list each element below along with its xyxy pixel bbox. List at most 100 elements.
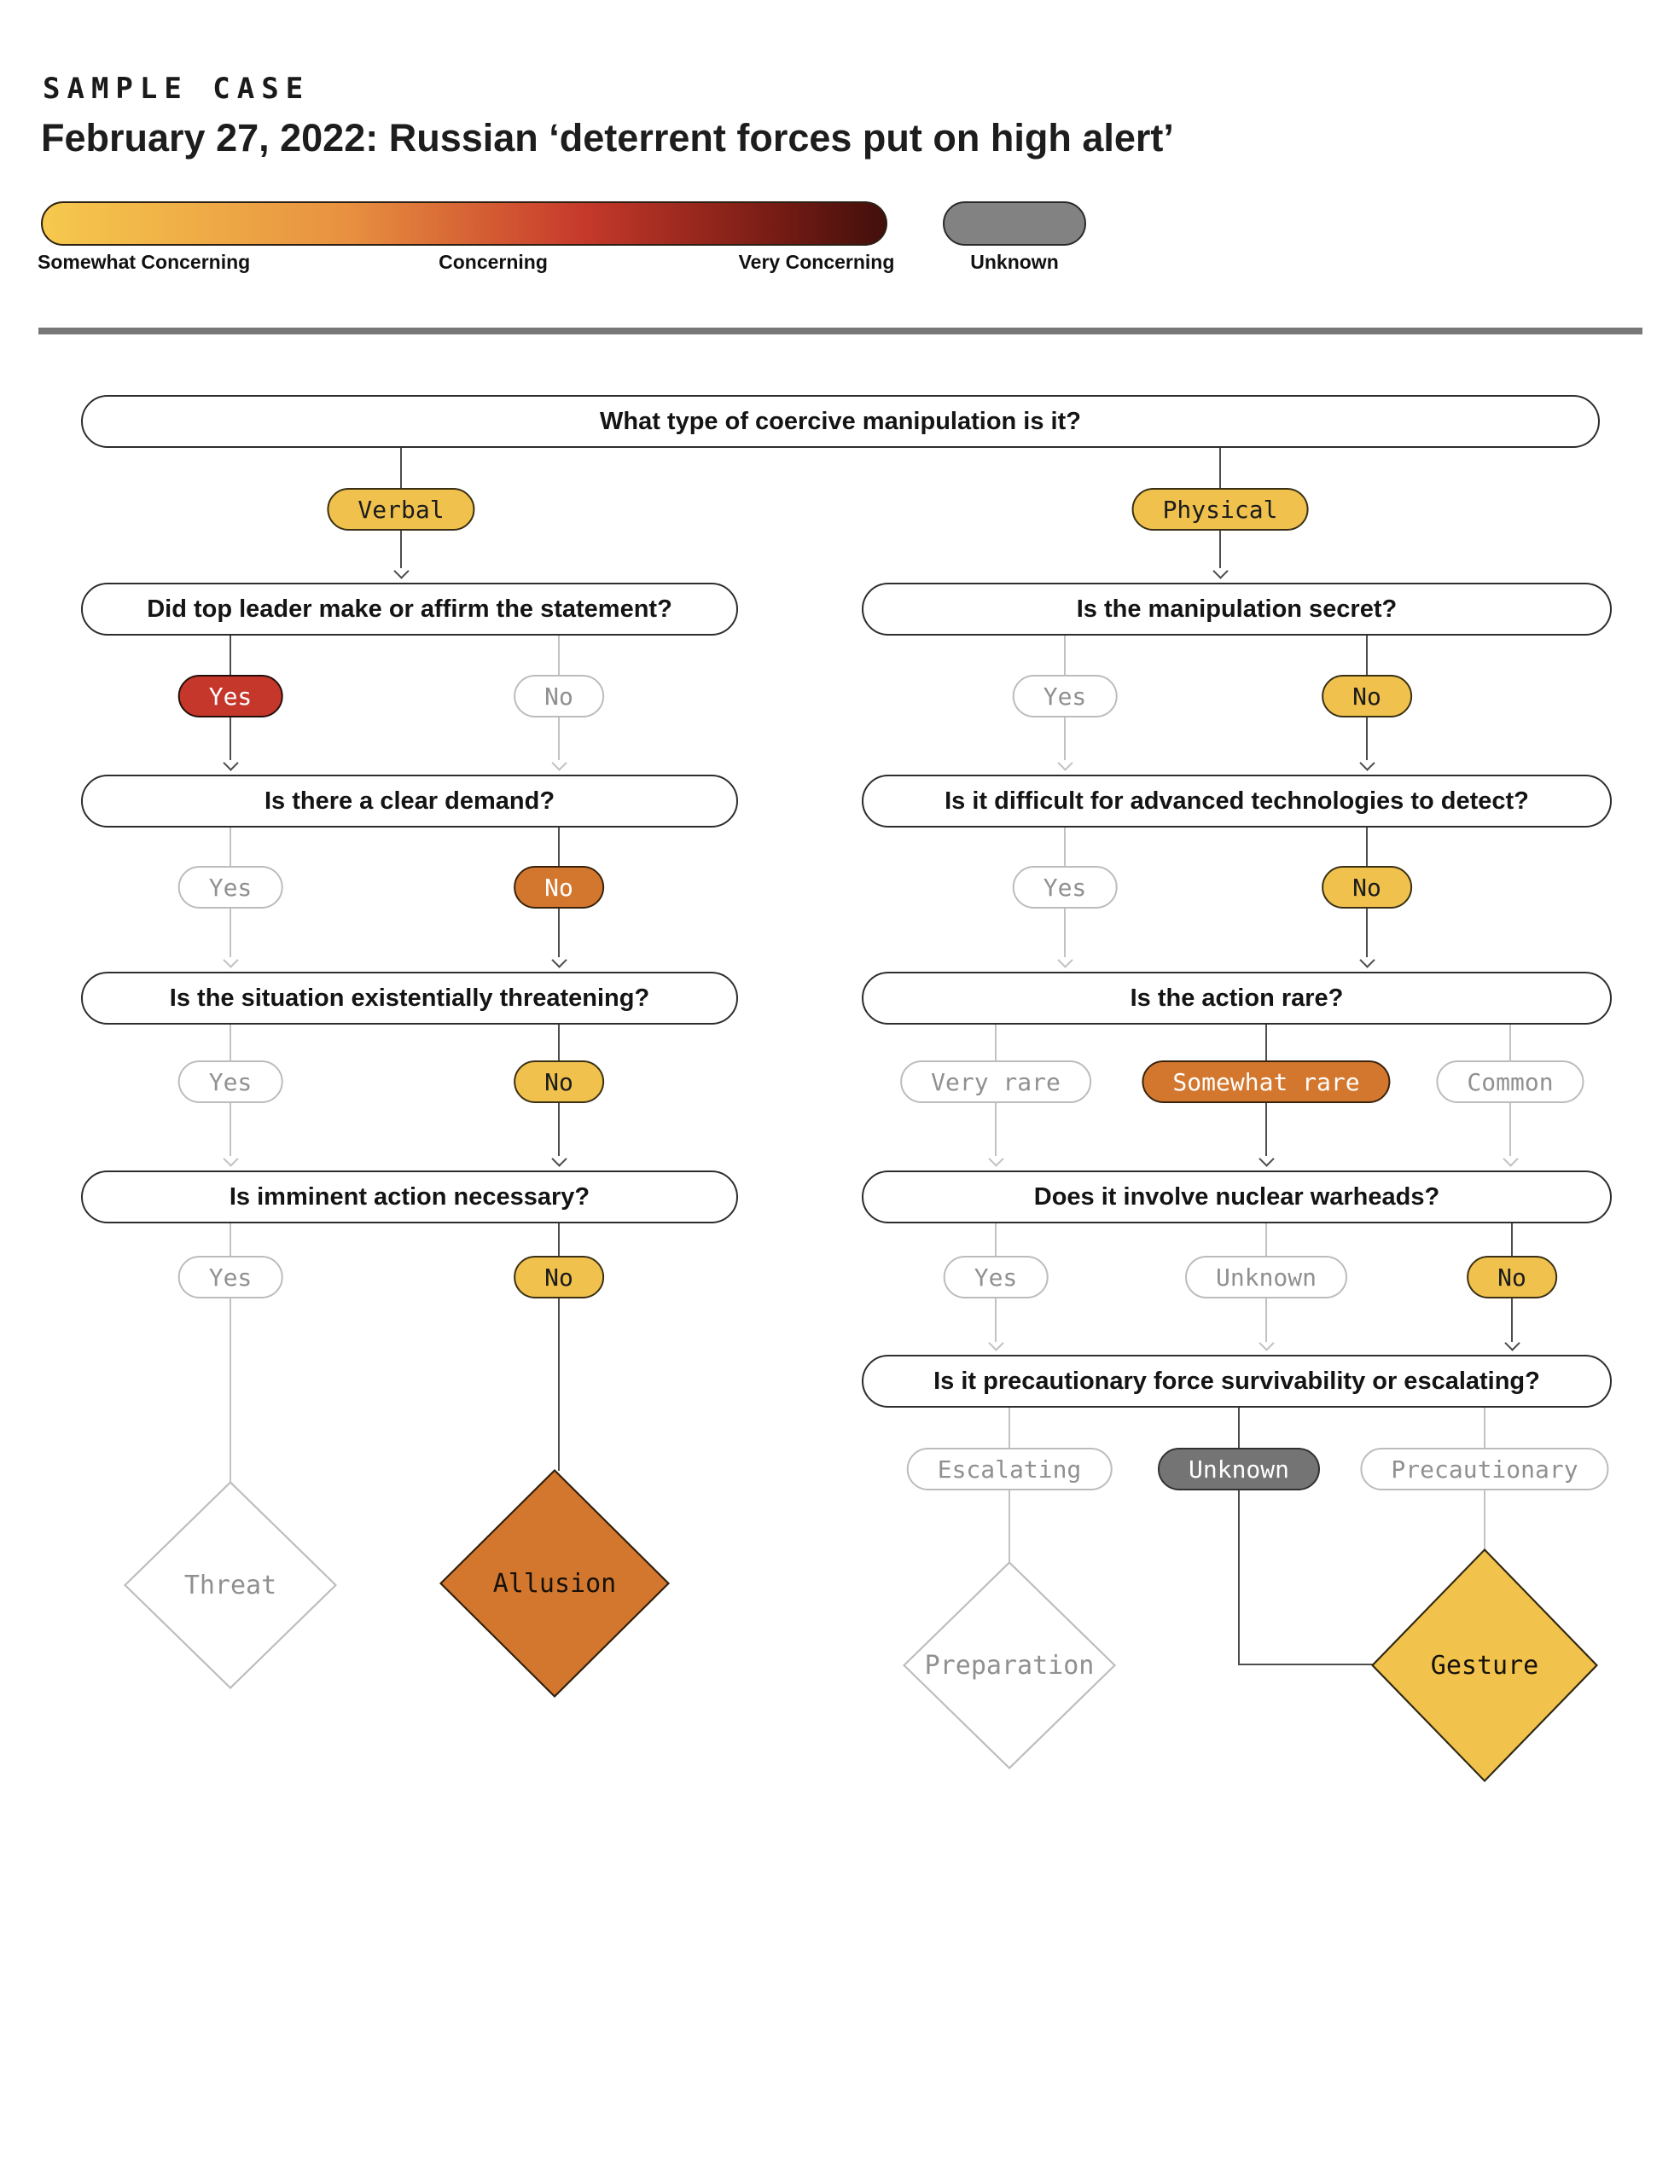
question-detect: Is it difficult for advanced technologie… (862, 775, 1612, 828)
answer-posture-unknown: Unknown (1157, 1448, 1321, 1490)
answer-secret-no: No (1322, 675, 1412, 717)
section-divider (38, 328, 1642, 334)
connector-line (1511, 1298, 1513, 1342)
answer-nuclear-yes: Yes (943, 1256, 1049, 1298)
answer-existential-yes: Yes (177, 1060, 283, 1103)
question-secret: Is the manipulation secret? (862, 583, 1612, 636)
arrow-down-icon (988, 1335, 1004, 1351)
arrow-down-icon (1359, 755, 1375, 771)
arrow-down-icon (1057, 952, 1073, 968)
arrow-down-icon (393, 563, 410, 579)
connector-elbow-line (1238, 1490, 1240, 1665)
connector-line (230, 1025, 231, 1060)
connector-line (1511, 1223, 1513, 1256)
question-demand: Is there a clear demand? (81, 775, 738, 828)
outcome-gesture-diamond: Gesture (1371, 1548, 1598, 1782)
arrow-down-icon (1212, 563, 1229, 579)
connector-line (1064, 636, 1066, 675)
outcome-allusion-diamond: Allusion (439, 1469, 670, 1698)
question-leader: Did top leader make or affirm the statem… (81, 583, 738, 636)
answer-demand-yes: Yes (177, 866, 283, 909)
arrow-down-icon (1259, 1335, 1275, 1351)
connector-line (230, 828, 231, 866)
page-title: February 27, 2022: Russian ‘deterrent fo… (41, 116, 1174, 160)
connector-line (558, 828, 560, 866)
question-posture: Is it precautionary force survivability … (862, 1355, 1612, 1408)
arrow-down-icon (1503, 1151, 1519, 1167)
outcome-threat-diamond: Threat (124, 1481, 337, 1689)
connector-line (995, 1103, 997, 1156)
answer-rare-very-rare: Very rare (900, 1060, 1091, 1103)
connector-line (1064, 909, 1066, 957)
answer-rare-common: Common (1436, 1060, 1584, 1103)
arrow-down-icon (551, 755, 567, 771)
answer-secret-yes: Yes (1012, 675, 1118, 717)
outcome-threat-label: Threat (183, 1570, 277, 1600)
connector-line (400, 531, 402, 568)
connector-line (230, 909, 231, 957)
answer-existential-no: No (514, 1060, 604, 1103)
answer-leader-yes: Yes (177, 675, 283, 717)
arrow-down-icon (223, 755, 239, 771)
connector-line (1509, 1103, 1511, 1156)
connector-line (1219, 531, 1221, 568)
connector-line (1366, 717, 1368, 760)
arrow-down-icon (1504, 1335, 1520, 1351)
connector-line (558, 717, 560, 760)
answer-posture-precautionary: Precautionary (1360, 1448, 1609, 1490)
connector-line (1064, 828, 1066, 866)
connector-line (400, 448, 402, 488)
answer-detect-no: No (1322, 866, 1412, 909)
answer-verbal: Verbal (327, 488, 475, 531)
connector-line (1265, 1103, 1267, 1156)
connector-line (230, 1298, 231, 1483)
answer-imminent-no: No (514, 1256, 604, 1298)
outcome-preparation-diamond: Preparation (903, 1561, 1116, 1769)
answer-leader-no: No (514, 675, 604, 717)
question-existential: Is the situation existentially threateni… (81, 972, 738, 1025)
outcome-preparation-label: Preparation (924, 1650, 1095, 1681)
connector-line (230, 717, 231, 760)
arrow-down-icon (223, 1151, 239, 1167)
legend-label-concerning: Concerning (439, 251, 548, 273)
connector-line (1366, 636, 1368, 675)
connector-line (230, 636, 231, 675)
answer-imminent-yes: Yes (177, 1256, 283, 1298)
connector-line (1484, 1408, 1485, 1448)
arrow-down-icon (551, 952, 567, 968)
arrow-down-icon (1057, 755, 1073, 771)
connector-line (1265, 1025, 1267, 1060)
answer-demand-no: No (514, 866, 604, 909)
unknown-legend-swatch (943, 201, 1086, 246)
answer-nuclear-no: No (1467, 1256, 1557, 1298)
connector-line (558, 636, 560, 675)
connector-line (230, 1223, 231, 1256)
connector-line (558, 909, 560, 957)
connector-line (1238, 1408, 1240, 1448)
connector-line (995, 1025, 997, 1060)
connector-line (1366, 828, 1368, 866)
answer-detect-yes: Yes (1012, 866, 1118, 909)
connector-line (1064, 717, 1066, 760)
arrow-down-icon (1359, 952, 1375, 968)
arrow-down-icon (1259, 1151, 1275, 1167)
question-imminent: Is imminent action necessary? (81, 1170, 738, 1223)
connector-line (1009, 1490, 1010, 1563)
outcome-allusion-label: Allusion (492, 1568, 617, 1599)
answer-physical: Physical (1131, 488, 1309, 531)
answer-posture-escalating: Escalating (906, 1448, 1113, 1490)
connector-line (1484, 1490, 1485, 1550)
connector-line (995, 1223, 997, 1256)
answer-rare-somewhat-rare: Somewhat rare (1142, 1060, 1391, 1103)
connector-line (558, 1103, 560, 1156)
question-rare: Is the action rare? (862, 972, 1612, 1025)
connector-line (1265, 1298, 1267, 1342)
arrow-down-icon (223, 952, 239, 968)
connector-line (558, 1025, 560, 1060)
question-nuclear: Does it involve nuclear warheads? (862, 1170, 1612, 1223)
outcome-gesture-label: Gesture (1430, 1650, 1539, 1681)
connector-line (995, 1298, 997, 1342)
legend-label-somewhat-concerning: Somewhat Concerning (38, 251, 251, 273)
answer-nuclear-unknown: Unknown (1184, 1256, 1348, 1298)
